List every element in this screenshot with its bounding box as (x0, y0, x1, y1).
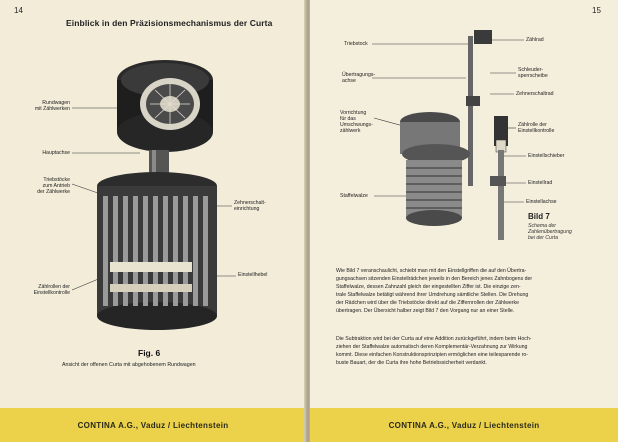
paragraph-1: Wie Bild 7 veranschaulicht, schiebt man … (336, 268, 533, 315)
label-schleudersperrscheibe: Schleuder-sperrscheibe (518, 67, 548, 79)
figure-label-bild7: Bild 7 (528, 212, 550, 221)
label-zaehlrad: Zählrad (526, 37, 544, 43)
curta-mechanism-illustration (71, 60, 236, 330)
left-page: 14 Einblick in den Präzisionsmechanismus… (0, 0, 306, 442)
stepped-drum-diagram (372, 30, 526, 240)
label-einstellrad: Einstellrad (528, 180, 553, 186)
label-staffelwalze: Staffelwalze (340, 193, 368, 199)
page-number-left: 14 (14, 6, 23, 15)
label-uebertragungsachse: Übertragungs-achse (342, 72, 376, 84)
footer-right: CONTINA A.G., Vaduz / Liechtenstein (310, 408, 618, 442)
label-einstellhebel: Einstellhebel (238, 272, 268, 278)
footer-company-left: CONTINA A.G., Vaduz / Liechtenstein (77, 421, 229, 430)
footer-company-right: CONTINA A.G., Vaduz / Liechtenstein (388, 421, 540, 430)
page-gutter (304, 0, 312, 442)
label-zehnerschalteinrichtung: Zehnerschalt-einrichtung (234, 200, 266, 212)
page-number-right: 15 (592, 6, 601, 15)
label-zehnerschaltrad: Zehnerschaltrad (516, 91, 554, 97)
label-triebstock: Triebstock (344, 41, 368, 47)
figure-caption: Ansicht der offenen Curta mit abgehobene… (62, 362, 196, 368)
figure-label-fig6: Fig. 6 (138, 348, 161, 358)
label-hauptachse: Hauptachse (42, 150, 70, 156)
right-page: 15 (310, 0, 618, 442)
label-einstellachse: Einstellachse (526, 199, 557, 205)
paragraph-2: Die Subtraktion wird bei der Curta auf e… (336, 336, 532, 367)
page-title: Einblick in den Präzisionsmechanismus de… (66, 18, 273, 28)
footer-left: CONTINA A.G., Vaduz / Liechtenstein (0, 408, 306, 442)
label-einstellschieber: Einstellschieber (528, 153, 565, 159)
